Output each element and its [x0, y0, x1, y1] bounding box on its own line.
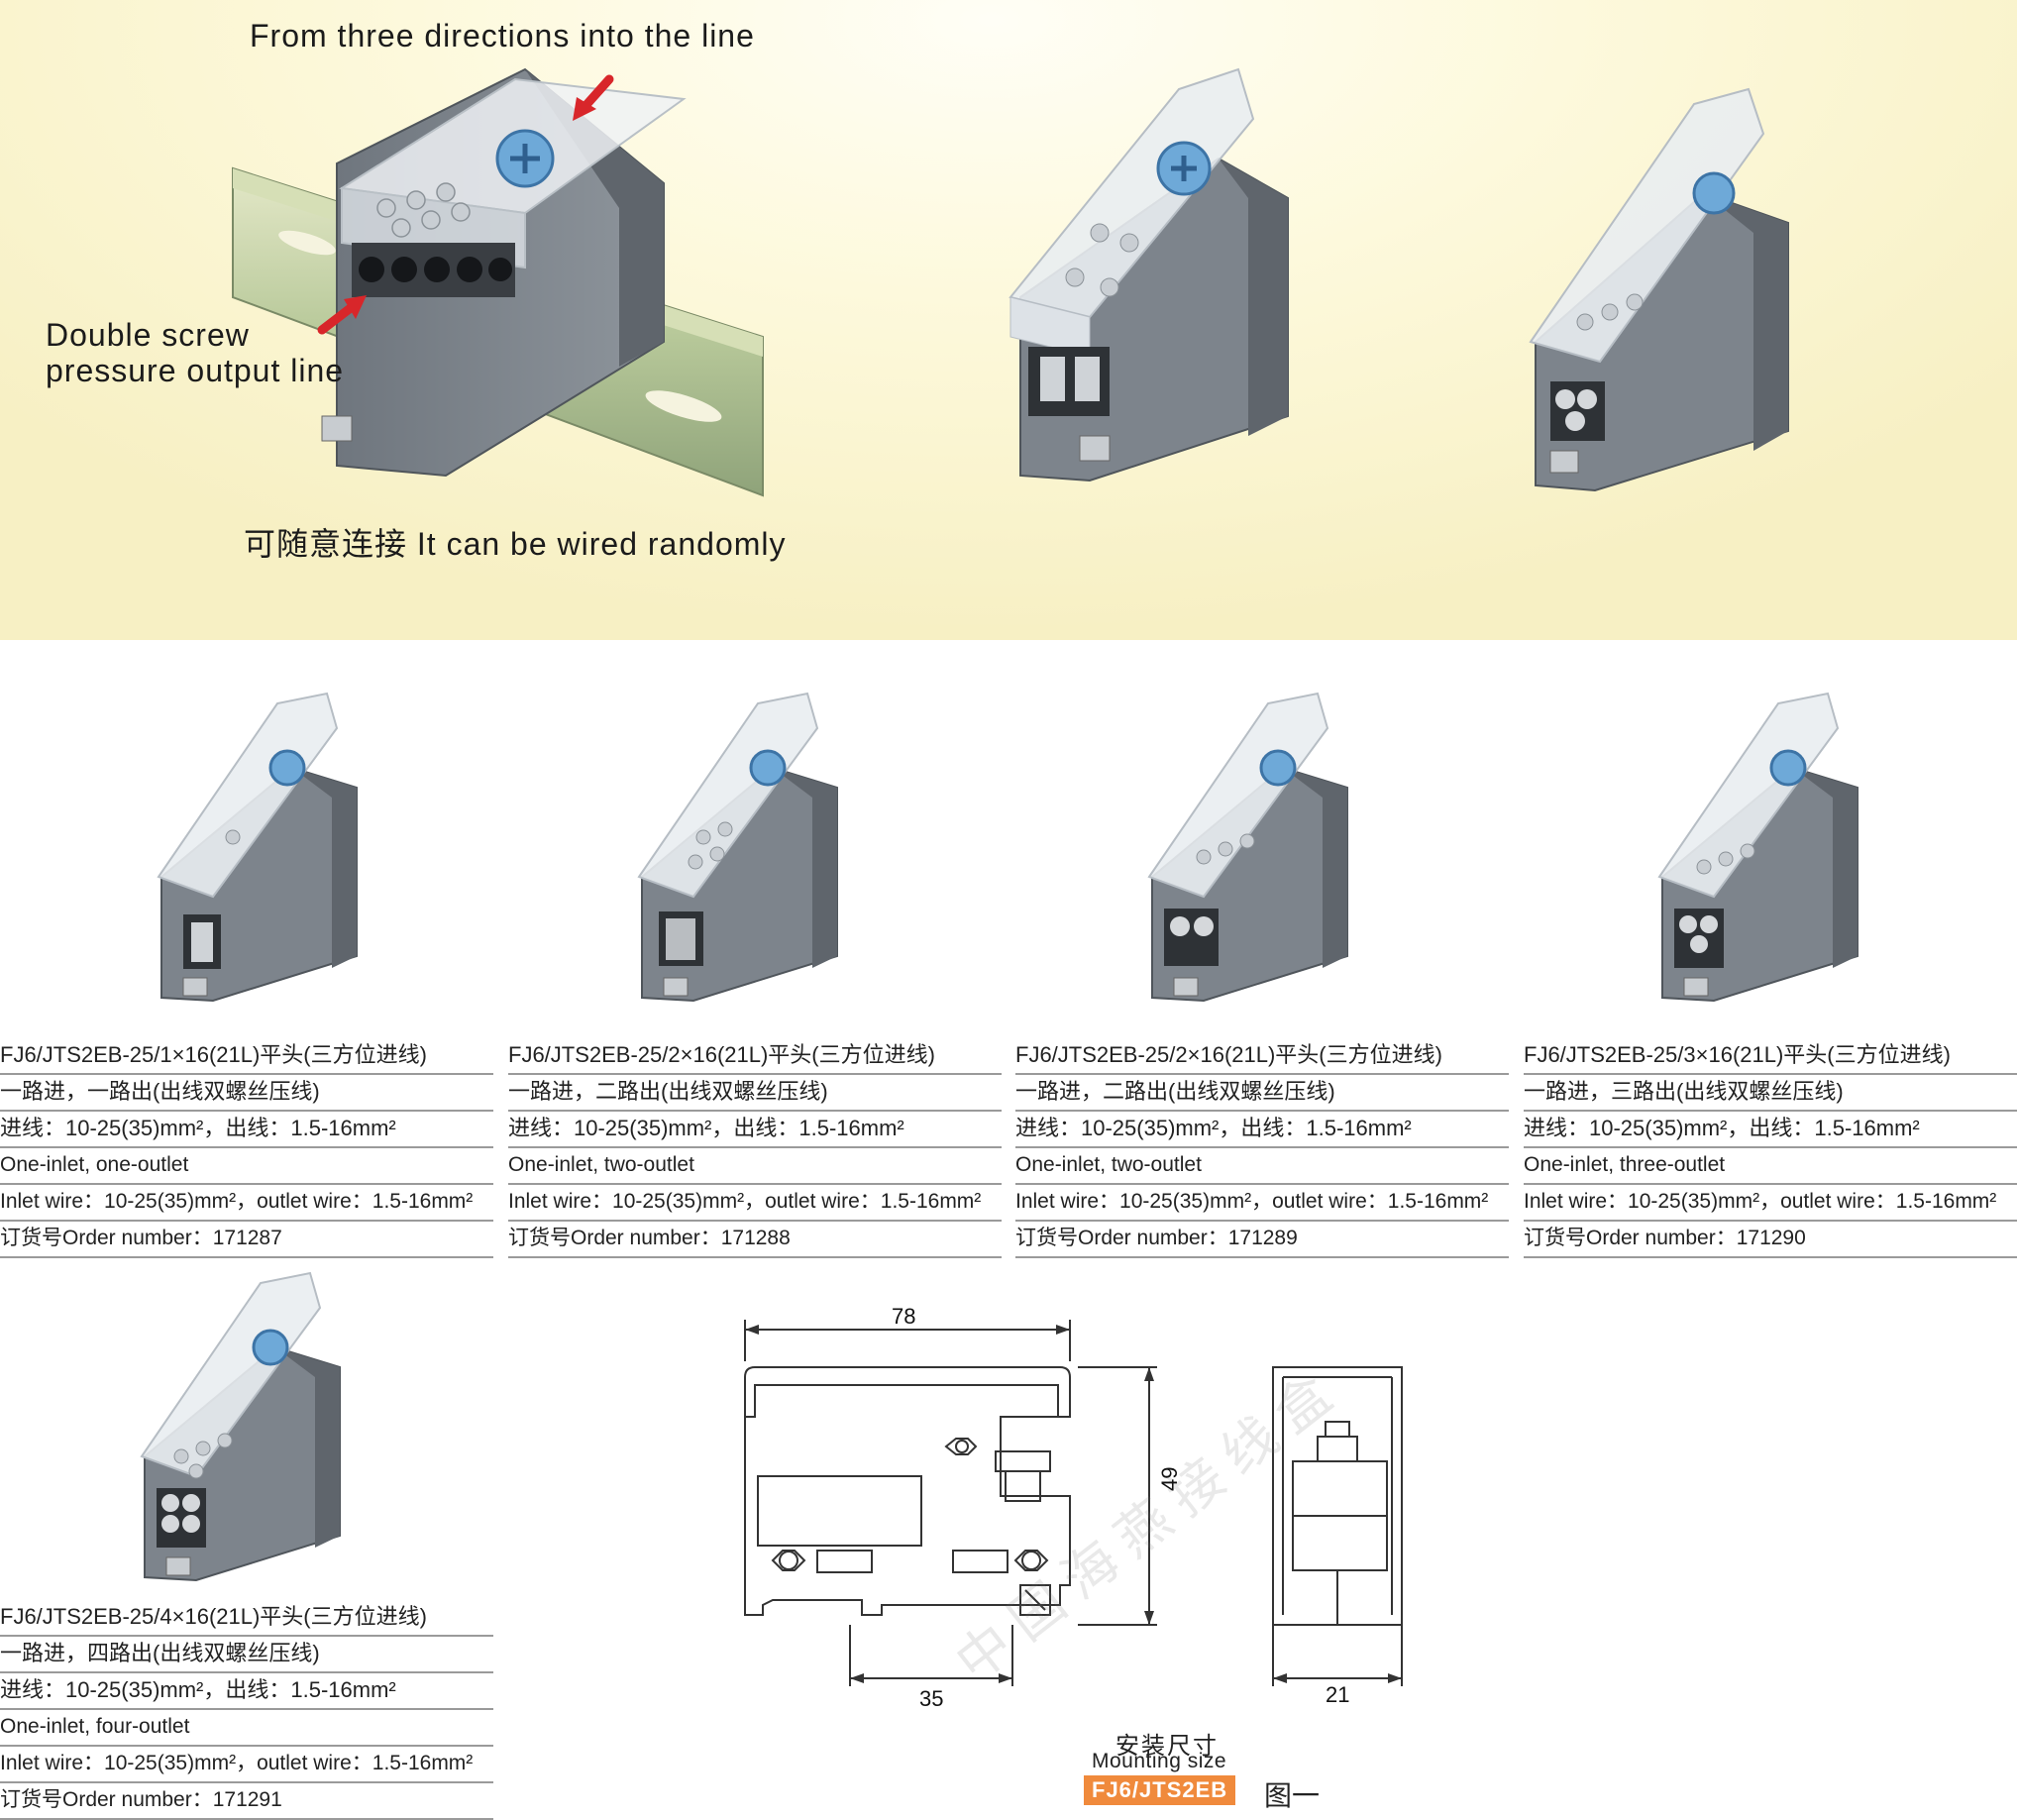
product-image-171287 [157, 692, 358, 1003]
spec-wire-en: Inlet wire：10-25(35)mm²，outlet wire：1.5-… [1015, 1185, 1509, 1222]
product-image-171288 [637, 692, 838, 1003]
spec-model: FJ6/JTS2EB-25/4×16(21L)平头(三方位进线) [0, 1600, 493, 1637]
spec-wire-cn: 进线：10-25(35)mm²，出线：1.5-16mm² [0, 1673, 493, 1710]
terminal-block-large [321, 67, 687, 478]
spec-wire-en: Inlet wire：10-25(35)mm²，outlet wire：1.5-… [508, 1185, 1002, 1222]
spec-desc-cn: 一路进，四路出(出线双螺丝压线) [0, 1637, 493, 1673]
hero-product-two-outlet [1008, 67, 1289, 482]
spec-desc-en: One-inlet, one-outlet [0, 1148, 493, 1185]
spec-block-171291: FJ6/JTS2EB-25/4×16(21L)平头(三方位进线) 一路进，四路出… [0, 1600, 493, 1820]
spec-desc-cn: 一路进，二路出(出线双螺丝压线) [1015, 1075, 1509, 1112]
mounting-size-caption-cn: 安装尺寸 [1115, 1733, 1219, 1760]
product-image-171291 [140, 1271, 341, 1582]
dim-height-label: 49 [1157, 1466, 1182, 1491]
spec-wire-cn: 进线：10-25(35)mm²，出线：1.5-16mm² [0, 1112, 493, 1148]
spec-desc-en: One-inlet, three-outlet [1524, 1148, 2017, 1185]
spec-block-171288: FJ6/JTS2EB-25/2×16(21L)平头(三方位进线) 一路进，二路出… [508, 1038, 1002, 1258]
callout-double-screw-line1: Double screw [46, 317, 250, 353]
spec-wire-cn: 进线：10-25(35)mm²，出线：1.5-16mm² [508, 1112, 1002, 1148]
spec-order-number: 订货号Order number：171289 [1015, 1222, 1509, 1258]
callout-three-directions: From three directions into the line [250, 18, 755, 54]
spec-desc-en: One-inlet, two-outlet [1015, 1148, 1509, 1185]
spec-model: FJ6/JTS2EB-25/3×16(21L)平头(三方位进线) [1524, 1038, 2017, 1075]
callout-wired-randomly: 可随意连接 It can be wired randomly [244, 526, 787, 562]
spec-desc-en: One-inlet, two-outlet [508, 1148, 1002, 1185]
mounting-size-caption-en: Mounting size [1092, 1750, 1227, 1772]
spec-order-number: 订货号Order number：171291 [0, 1783, 493, 1820]
model-badge: FJ6/JTS2EB [1084, 1775, 1236, 1805]
hero-product-three-outlet [1529, 87, 1789, 492]
spec-order-number: 订货号Order number：171288 [508, 1222, 1002, 1258]
spec-order-number: 订货号Order number：171290 [1524, 1222, 2017, 1258]
red-arrow-icon [573, 74, 614, 121]
product-image-171289 [1147, 692, 1348, 1003]
callout-double-screw-line2: pressure output line [46, 353, 345, 388]
spec-wire-en: Inlet wire：10-25(35)mm²，outlet wire：1.5-… [0, 1185, 493, 1222]
spec-wire-cn: 进线：10-25(35)mm²，出线：1.5-16mm² [1524, 1112, 2017, 1148]
spec-wire-en: Inlet wire：10-25(35)mm²，outlet wire：1.5-… [0, 1747, 493, 1783]
spec-model: FJ6/JTS2EB-25/1×16(21L)平头(三方位进线) [0, 1038, 493, 1075]
spec-desc-en: One-inlet, four-outlet [0, 1710, 493, 1747]
figure-label: 图一 [1264, 1780, 1321, 1811]
spec-order-number: 订货号Order number：171287 [0, 1222, 493, 1258]
spec-desc-cn: 一路进，一路出(出线双螺丝压线) [0, 1075, 493, 1112]
spec-block-171289: FJ6/JTS2EB-25/2×16(21L)平头(三方位进线) 一路进，二路出… [1015, 1038, 1509, 1258]
dim-depth-label: 21 [1326, 1682, 1350, 1707]
red-arrow-icon [317, 295, 367, 335]
spec-desc-cn: 一路进，三路出(出线双螺丝压线) [1524, 1075, 2017, 1112]
spec-model: FJ6/JTS2EB-25/2×16(21L)平头(三方位进线) [1015, 1038, 1509, 1075]
dim-rail-label: 35 [919, 1686, 944, 1711]
spec-wire-en: Inlet wire：10-25(35)mm²，outlet wire：1.5-… [1524, 1185, 2017, 1222]
spec-desc-cn: 一路进，二路出(出线双螺丝压线) [508, 1075, 1002, 1112]
spec-model: FJ6/JTS2EB-25/2×16(21L)平头(三方位进线) [508, 1038, 1002, 1075]
spec-wire-cn: 进线：10-25(35)mm²，出线：1.5-16mm² [1015, 1112, 1509, 1148]
spec-block-171287: FJ6/JTS2EB-25/1×16(21L)平头(三方位进线) 一路进，一路出… [0, 1038, 493, 1258]
spec-block-171290: FJ6/JTS2EB-25/3×16(21L)平头(三方位进线) 一路进，三路出… [1524, 1038, 2017, 1258]
product-image-171290 [1657, 692, 1858, 1003]
hero-product-image [232, 67, 764, 497]
mounting-dimension-drawing [744, 1320, 1403, 1686]
dim-width-label: 78 [892, 1304, 916, 1329]
